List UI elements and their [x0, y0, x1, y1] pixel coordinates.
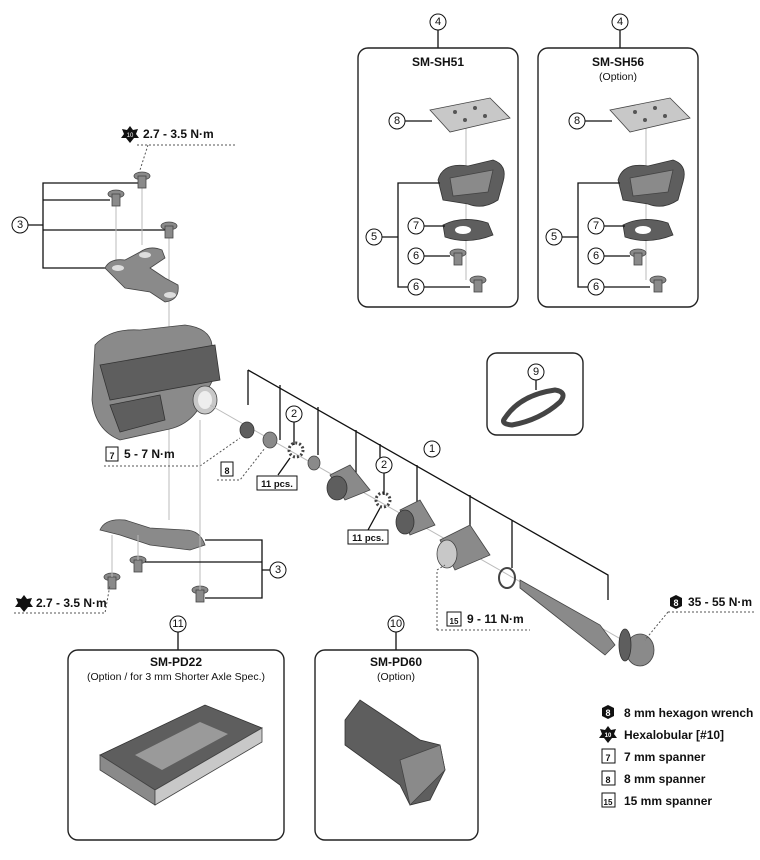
svg-text:15 mm spanner: 15 mm spanner	[624, 794, 712, 808]
svg-text:8: 8	[224, 466, 229, 476]
callout-label: 5	[551, 231, 557, 243]
hexalobular-icon	[15, 595, 33, 612]
torque-locknut: 7 5 - 7 N·m 8	[104, 437, 266, 481]
svg-text:8: 8	[605, 708, 610, 718]
callout-4	[429, 13, 447, 31]
torque-value: 2.7 - 3.5 N·m	[36, 596, 107, 610]
callout-label: 6	[593, 281, 599, 293]
pcs-label: 11 pcs. 11 pcs.	[256, 457, 389, 545]
svg-text:11 pcs.: 11 pcs.	[261, 479, 293, 490]
svg-text:8: 8	[673, 598, 678, 608]
spanner-icon	[220, 461, 234, 477]
callout-label: 6	[413, 250, 419, 262]
hexagon-wrench-icon	[602, 705, 614, 719]
spanner-icon	[601, 792, 616, 808]
pedal-body	[91, 324, 221, 441]
cleat-subtitle: (Option)	[599, 71, 637, 83]
torque-value: 9 - 11 N·m	[467, 612, 524, 626]
cleat-box-sm-sh56: 4 SM-SH56 (Option) 8 5 7 6 6	[537, 13, 699, 308]
svg-text:7: 7	[605, 753, 610, 763]
svg-text:10: 10	[605, 733, 612, 739]
callout-label: 3	[275, 564, 281, 576]
legend-item: 10 Hexalobular [#10]	[599, 726, 724, 743]
adapter-box-sm-pd22: 11 SM-PD22 (Option / for 3 mm Shorter Ax…	[67, 615, 285, 841]
svg-text:7 mm spanner: 7 mm spanner	[624, 750, 706, 764]
adapter-subtitle: (Option / for 3 mm Shorter Axle Spec.)	[87, 671, 265, 683]
callout-label: 9	[533, 366, 539, 378]
adapter-title: SM-PD60	[370, 655, 422, 669]
svg-text:11 pcs.: 11 pcs.	[352, 533, 384, 544]
svg-text:8 mm hexagon wrench: 8 mm hexagon wrench	[624, 706, 753, 720]
svg-text:10: 10	[127, 133, 134, 139]
callout-label: 11	[172, 618, 183, 630]
callout-label: 7	[413, 220, 419, 232]
svg-text:8 mm spanner: 8 mm spanner	[624, 772, 706, 786]
cleat-box-sm-sh51: 4 SM-SH51 8 5 7 6 6	[357, 13, 519, 308]
callout-label: 6	[593, 250, 599, 262]
bottom-clip: 3	[99, 420, 287, 603]
spanner-icon	[601, 770, 616, 786]
callout-label: 2	[291, 408, 297, 420]
spanner-icon	[446, 611, 462, 627]
svg-text:15: 15	[450, 617, 459, 626]
callout-label: 4	[435, 16, 441, 28]
cleat-title: SM-SH51	[412, 55, 464, 69]
callout-label: 4	[617, 16, 623, 28]
adapter-title: SM-PD22	[150, 655, 202, 669]
adapter-box-sm-pd60: 10 SM-PD60 (Option)	[314, 615, 479, 841]
spanner-icon	[105, 446, 119, 462]
tool-legend: 8 8 mm hexagon wrench 10 Hexalobular [#1…	[599, 705, 753, 808]
callout-label: 3	[17, 219, 23, 231]
spanner-icon	[601, 748, 616, 764]
svg-text:7: 7	[109, 451, 114, 461]
callout-label: 8	[394, 115, 400, 127]
hexalobular-icon	[599, 726, 617, 743]
torque-top-screws: 10 2.7 - 3.5 N·m	[121, 126, 236, 171]
seal-box: 9	[486, 352, 584, 436]
callout-label: 2	[381, 459, 387, 471]
callout-label: 8	[574, 115, 580, 127]
callout-label: 10	[390, 618, 402, 630]
svg-text:15: 15	[604, 798, 613, 807]
torque-value: 2.7 - 3.5 N·m	[143, 127, 214, 141]
axle-parts	[239, 421, 655, 667]
legend-item: 8 8 mm spanner	[601, 770, 706, 786]
legend-item: 8 8 mm hexagon wrench	[602, 705, 753, 720]
callout-label: 7	[593, 220, 599, 232]
callout-label: 5	[371, 231, 377, 243]
legend-item: 15 15 mm spanner	[601, 792, 712, 808]
cleat-title: SM-SH56	[592, 55, 644, 69]
torque-cone: 15 9 - 11 N·m	[436, 564, 530, 631]
hexalobular-icon	[121, 126, 139, 143]
svg-text:8: 8	[605, 775, 610, 785]
callout-label: 6	[413, 281, 419, 293]
hexagon-wrench-icon	[670, 595, 682, 609]
adapter-subtitle: (Option)	[377, 671, 415, 683]
callout-label: 1	[429, 443, 435, 455]
torque-bottom-screws: 2.7 - 3.5 N·m	[14, 584, 111, 614]
torque-value: 35 - 55 N·m	[688, 595, 752, 609]
torque-axle: 8 35 - 55 N·m	[644, 595, 755, 641]
top-clip-screws	[104, 171, 179, 520]
svg-text:Hexalobular [#10]: Hexalobular [#10]	[624, 728, 724, 742]
legend-item: 7 7 mm spanner	[601, 748, 706, 764]
torque-value: 5 - 7 N·m	[124, 447, 175, 461]
